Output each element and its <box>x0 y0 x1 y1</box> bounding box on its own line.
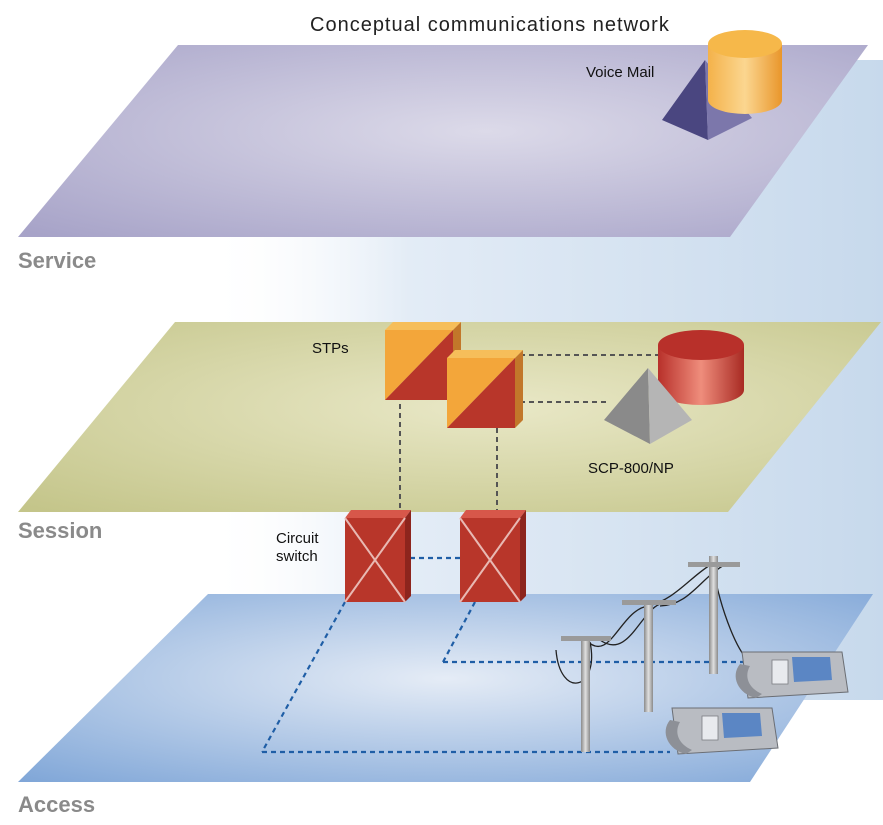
circuit-switch-icon <box>344 510 411 603</box>
circuit-switch-label-line1: Circuit <box>276 530 319 547</box>
service-layer-label: Service <box>18 248 97 273</box>
circuit-switch-label-line2: switch <box>276 548 318 565</box>
scp-pyramid-icon <box>604 368 692 444</box>
session-layer-label: Session <box>18 518 103 543</box>
stps-label: STPs <box>312 340 349 357</box>
voice-mail-label: Voice Mail <box>586 64 655 81</box>
circuit-switch-icon <box>459 510 526 603</box>
diagram-title: Conceptual communications network <box>310 14 670 36</box>
access-plane <box>18 594 873 782</box>
telephone-pole-icon <box>622 600 676 712</box>
telephone-pole-icon <box>561 636 611 752</box>
access-lines <box>261 556 752 754</box>
desk-phone-icon <box>735 651 849 699</box>
desk-phone-icon <box>665 707 779 755</box>
circuit-switch-label: Circuit switch <box>276 530 319 566</box>
signaling-links <box>399 354 660 512</box>
telephone-pole-icon <box>688 556 740 674</box>
scp-label: SCP-800/NP <box>588 460 674 477</box>
access-layer-label: Access <box>18 792 96 817</box>
stp-icon <box>447 350 523 428</box>
service-plane <box>18 45 868 237</box>
scp-database-icon <box>658 330 744 405</box>
voice-mail-database-icon <box>708 30 782 114</box>
